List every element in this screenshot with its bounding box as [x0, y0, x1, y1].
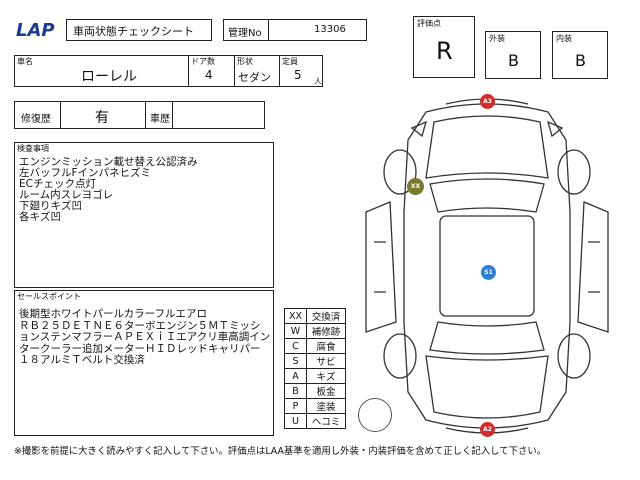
sheet-title: 車両状態チェックシート — [73, 25, 194, 38]
legend-label: 板金 — [306, 383, 346, 399]
legend-code: B — [284, 383, 307, 399]
spare-tire-circle — [358, 398, 392, 432]
repair-history-label: 修復歴 — [21, 114, 51, 125]
legend-code: S — [284, 353, 307, 369]
legend-label: ヘコミ — [306, 413, 346, 429]
car-history-label: 車歴 — [150, 114, 170, 125]
overall-grade-value: R — [436, 37, 453, 65]
capacity-value: 5 — [294, 68, 302, 82]
exterior-grade-label: 外装 — [489, 34, 505, 43]
sheet-title-box: 車両状態チェックシート — [66, 19, 212, 41]
logo-text: LAP — [16, 20, 55, 40]
legend-label: サビ — [306, 353, 346, 369]
body-type-label: 形状 — [237, 57, 253, 66]
damage-marker-left-fender[interactable]: XX — [407, 178, 424, 195]
damage-marker-front[interactable]: A3 — [480, 94, 495, 109]
sales-points-text: 後期型ホワイトパールカラーフルエアロ ＲＢ２５ＤＥＴＮＥ６ターボエンジン５ＭＴミ… — [19, 308, 271, 367]
damage-marker-rear-code: A2 — [483, 426, 492, 433]
overall-grade-label: 評価点 — [417, 19, 441, 28]
car-name-value: ローレル — [81, 69, 137, 85]
legend-label: 腐食 — [306, 338, 346, 354]
legend-label: 交換済 — [306, 308, 346, 324]
legend-code: P — [284, 398, 307, 414]
interior-grade-label: 内装 — [556, 34, 572, 43]
legend-label: 補修跡 — [306, 323, 346, 339]
capacity-unit: 人 — [314, 77, 322, 86]
legend-label: 塗装 — [306, 398, 346, 414]
exterior-grade-box: 外装 B — [485, 31, 541, 79]
damage-marker-rear[interactable]: A2 — [480, 422, 495, 437]
history-row: 修復歴 有 車歴 — [14, 101, 265, 129]
legend-code: C — [284, 338, 307, 354]
legend-code: U — [284, 413, 307, 429]
damage-marker-roof-code: S1 — [484, 269, 493, 276]
control-no-label: 管理No — [228, 28, 262, 39]
body-type-value: セダン — [238, 71, 271, 84]
legend-code: W — [284, 323, 307, 339]
inspection-notes-box: 検査事項 エンジンミッション載せ替え公認済み 左バッフルFインパネヒズミ ECチ… — [14, 142, 274, 288]
capacity-label: 定員 — [282, 57, 298, 66]
damage-marker-front-code: A3 — [483, 98, 492, 105]
control-no-value: 13306 — [314, 24, 346, 35]
interior-grade-value: B — [575, 51, 586, 70]
car-diagram: A3 S1 XX A2 — [356, 92, 618, 440]
car-name-label: 車名 — [17, 57, 33, 66]
inspection-notes-label: 検査事項 — [17, 144, 49, 153]
damage-marker-roof[interactable]: S1 — [481, 265, 496, 280]
overall-grade-box: 評価点 R — [413, 16, 475, 78]
legend-label: キズ — [306, 368, 346, 384]
repair-history-value: 有 — [95, 110, 109, 126]
control-no-box: 管理No 13306 — [223, 19, 367, 41]
vehicle-info-row: 車名 ローレル ドア数 4 形状 セダン 定員 5 人 — [14, 55, 323, 87]
legend-code: XX — [284, 308, 307, 324]
doors-value: 4 — [205, 68, 213, 82]
sales-points-box: セールスポイント 後期型ホワイトパールカラーフルエアロ ＲＢ２５ＤＥＴＮＥ６ター… — [14, 290, 274, 436]
footer-note: ※撮影を前提に大きく読みやすく記入して下さい。評価点はLAA基準を適用し外装・内… — [14, 446, 547, 457]
inspection-notes-text: エンジンミッション載せ替え公認済み 左バッフルFインパネヒズミ ECチェック点灯… — [19, 156, 198, 223]
exterior-grade-value: B — [508, 51, 519, 70]
damage-marker-left-fender-code: XX — [410, 183, 421, 190]
sales-points-label: セールスポイント — [17, 292, 81, 301]
logo: LAP — [14, 18, 64, 41]
doors-label: ドア数 — [191, 57, 215, 66]
interior-grade-box: 内装 B — [552, 31, 608, 79]
legend-code: A — [284, 368, 307, 384]
